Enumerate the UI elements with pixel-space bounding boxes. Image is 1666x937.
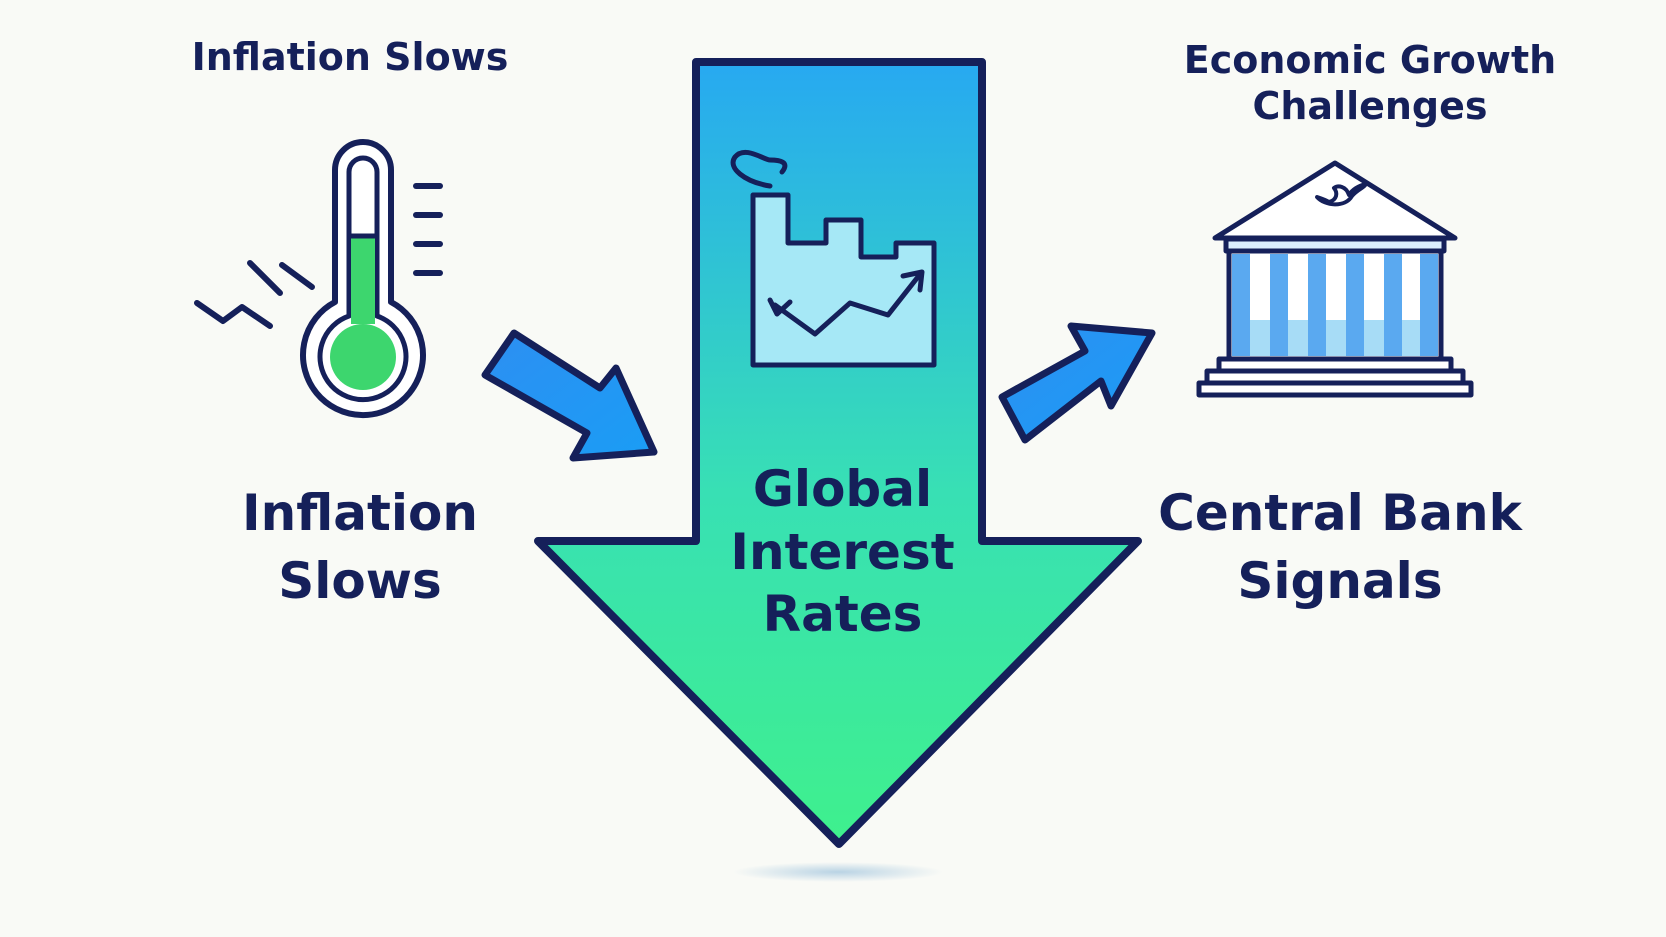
central-bank-label: Central Bank Signals — [1158, 484, 1522, 610]
main-down-arrow — [534, 58, 1142, 848]
left-side-arrow — [481, 329, 658, 462]
center-arrow-label: Global Interest Rates — [730, 460, 955, 643]
bank-building-icon — [1196, 160, 1474, 398]
inflation-label: Inflation Slows — [242, 484, 478, 610]
thermometer-icon — [194, 139, 443, 419]
factory-chart-icon — [730, 149, 937, 368]
top-left-title: Inflation Slows — [191, 35, 509, 79]
arrow-shadow — [733, 862, 943, 882]
top-right-title: Economic Growth Challenges — [1183, 38, 1557, 128]
right-side-arrow — [998, 322, 1156, 444]
